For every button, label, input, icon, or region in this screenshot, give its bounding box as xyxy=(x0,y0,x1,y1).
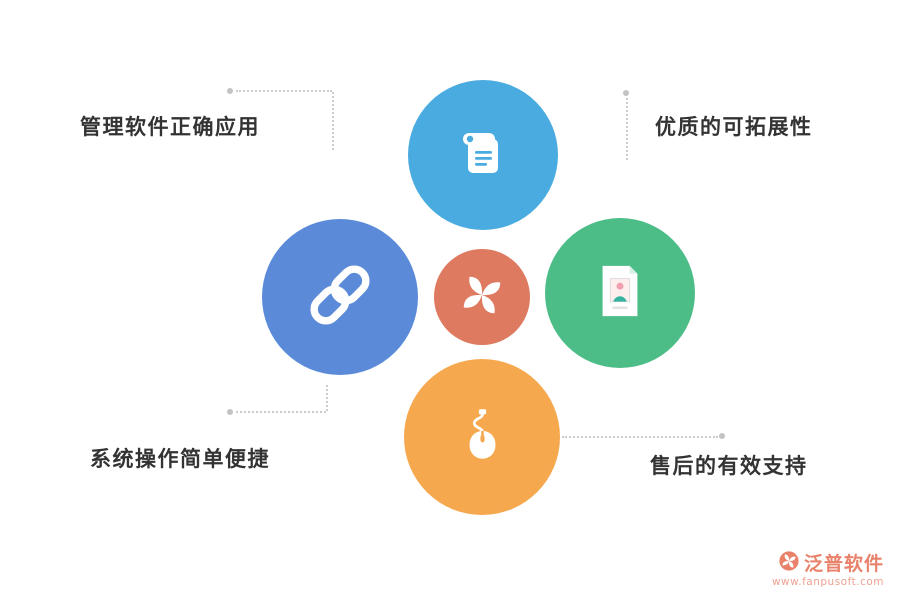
label-top-left: 管理软件正确应用 xyxy=(80,115,260,139)
connector-line-top-right-vertical xyxy=(626,98,628,160)
computer-mouse-icon xyxy=(449,402,515,472)
connector-line-bottom-left-horizontal xyxy=(236,411,326,413)
connector-line-top-left-horizontal xyxy=(236,90,332,92)
label-top-right: 优质的可拓展性 xyxy=(655,115,813,139)
connector-dot-top-right xyxy=(623,90,629,96)
circle-center-logo xyxy=(434,249,530,345)
circle-bottom-mouse xyxy=(404,359,560,515)
brand-name: 泛普软件 xyxy=(803,553,884,575)
connector-dot-top-left xyxy=(227,88,233,94)
connector-dot-bottom-left xyxy=(227,409,233,415)
connector-dot-bottom-right xyxy=(719,433,725,439)
chain-link-icon xyxy=(303,258,377,336)
circle-top-document xyxy=(408,80,558,230)
id-photo-card-icon xyxy=(591,260,649,326)
circle-right-id-card xyxy=(545,218,695,368)
connector-line-bottom-left-vertical xyxy=(326,385,328,411)
footer-brand: 泛普软件 www.fanpusoft.com xyxy=(772,549,884,588)
scroll-document-icon xyxy=(451,121,515,189)
brand-website: www.fanpusoft.com xyxy=(771,576,884,588)
label-bottom-right: 售后的有效支持 xyxy=(650,454,808,478)
circle-left-link xyxy=(262,219,418,375)
connector-line-top-left-vertical xyxy=(332,92,334,150)
label-bottom-left: 系统操作简单便捷 xyxy=(90,447,270,471)
fanpu-logo-icon xyxy=(457,270,507,324)
connector-line-bottom-right-horizontal xyxy=(562,436,718,438)
brand-logo-icon xyxy=(779,550,799,575)
